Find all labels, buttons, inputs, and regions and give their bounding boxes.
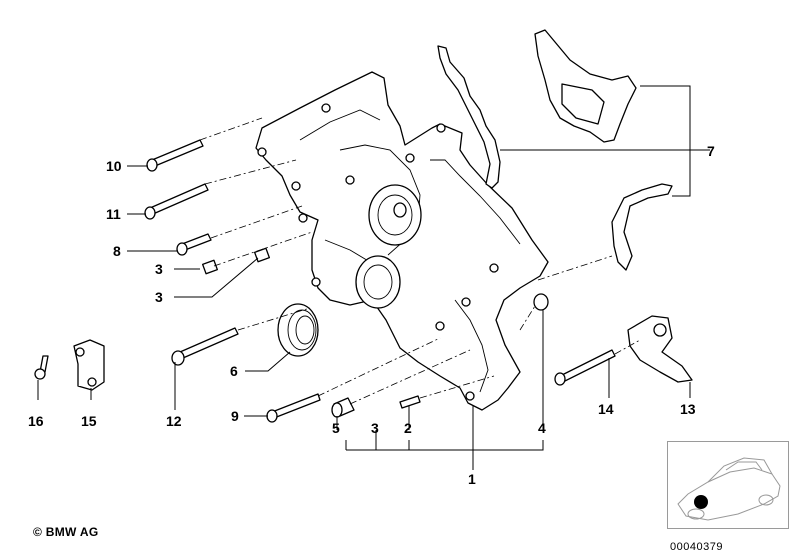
assembly-lines <box>199 117 641 405</box>
callout-labels: 10 11 8 3 3 6 12 9 5 3 2 4 1 7 14 13 15 … <box>28 143 715 487</box>
callout-2: 2 <box>404 420 412 436</box>
bolt-8 <box>176 233 212 256</box>
dowel-3a <box>202 259 218 275</box>
bolt-10 <box>146 139 204 172</box>
dowel-4 <box>533 293 549 311</box>
timing-case-cover <box>255 71 549 411</box>
copyright-notice: © BMW AG <box>33 525 99 539</box>
callout-1: 1 <box>468 471 476 487</box>
callout-13: 13 <box>680 401 696 417</box>
callout-6: 6 <box>230 363 238 379</box>
bolt-9 <box>266 393 321 423</box>
callout-3-lower: 3 <box>371 420 379 436</box>
callout-12: 12 <box>166 413 182 429</box>
callout-7: 7 <box>707 143 715 159</box>
gasket-upper-right <box>534 29 637 143</box>
callout-11: 11 <box>106 206 121 222</box>
bracket-15 <box>73 339 105 391</box>
gasket-upper-left <box>437 45 501 189</box>
dowel-3b <box>254 247 270 263</box>
callout-4: 4 <box>538 420 546 436</box>
vehicle-location-thumbnail <box>667 441 789 529</box>
callout-10: 10 <box>106 158 122 174</box>
callout-9: 9 <box>231 408 239 424</box>
leader-lines <box>37 85 710 470</box>
callout-3-middle: 3 <box>155 289 163 305</box>
bracket-13 <box>627 315 693 383</box>
car-outline-icon <box>677 457 781 521</box>
callout-3-upper: 3 <box>155 261 163 277</box>
document-number: 00040379 <box>670 541 723 553</box>
callout-14: 14 <box>598 401 614 417</box>
sleeve-5 <box>331 397 355 418</box>
callout-5: 5 <box>332 420 340 436</box>
callout-8: 8 <box>113 243 121 259</box>
bolt-12 <box>171 327 239 366</box>
location-marker-icon <box>694 495 708 509</box>
bolt-11 <box>144 183 209 220</box>
callout-16: 16 <box>28 413 44 429</box>
gasket-lower-right <box>611 183 673 271</box>
screw-16 <box>34 355 49 380</box>
bolt-14 <box>554 349 616 386</box>
pin-2 <box>399 395 421 409</box>
callout-15: 15 <box>81 413 97 429</box>
shaft-seal-6 <box>277 303 319 357</box>
